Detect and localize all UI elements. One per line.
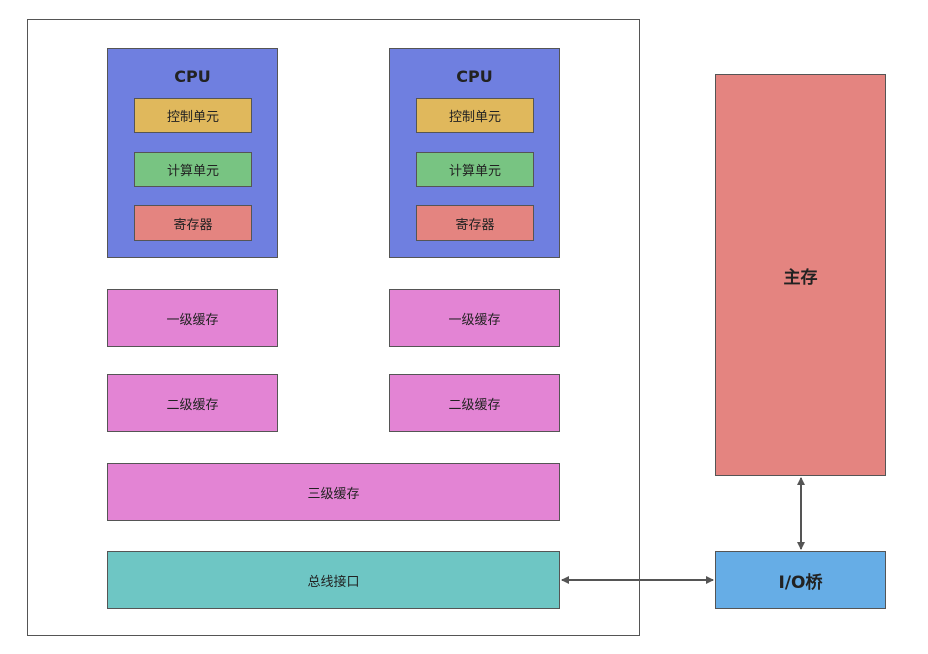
- cpu-2-compute-unit: 计算单元: [416, 152, 534, 187]
- cpu-2-l1-cache: 一级缓存: [389, 289, 560, 347]
- l3-cache: 三级缓存: [107, 463, 560, 521]
- cpu-2-l2-cache: 二级缓存: [389, 374, 560, 432]
- bus-interface: 总线接口: [107, 551, 560, 609]
- main-memory: 主存: [715, 74, 886, 476]
- cpu-1-l1-cache: 一级缓存: [107, 289, 278, 347]
- cpu-2-control-unit: 控制单元: [416, 98, 534, 133]
- io-bridge: I/O桥: [715, 551, 886, 609]
- cpu-1-title: CPU: [174, 67, 211, 86]
- cpu-1-compute-unit: 计算单元: [134, 152, 252, 187]
- cpu-2-title: CPU: [456, 67, 493, 86]
- cpu-1-register: 寄存器: [134, 205, 252, 241]
- cpu-2-register: 寄存器: [416, 205, 534, 241]
- cpu-1-control-unit: 控制单元: [134, 98, 252, 133]
- cpu-1-l2-cache: 二级缓存: [107, 374, 278, 432]
